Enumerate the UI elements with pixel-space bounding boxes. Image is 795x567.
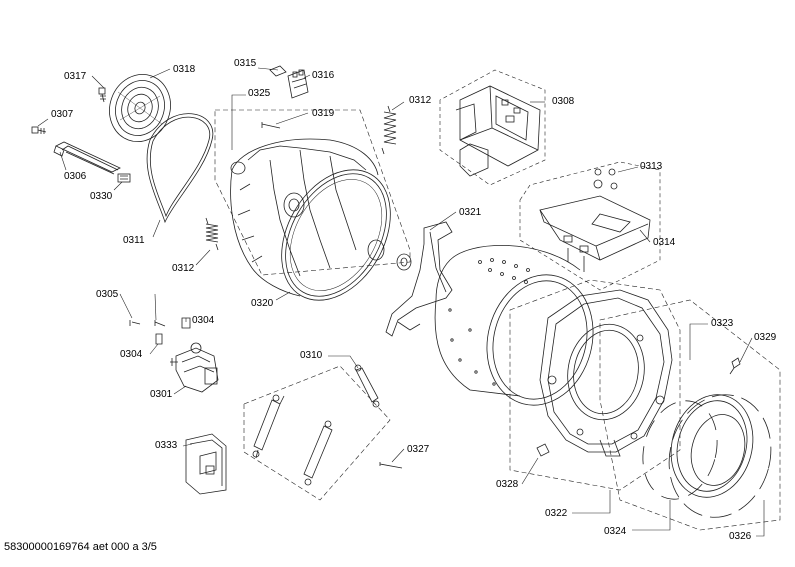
clip-0315 <box>269 65 287 77</box>
rear-tub-0325 <box>230 138 412 297</box>
bolt-0327 <box>379 462 403 469</box>
part-0328 <box>536 443 550 457</box>
screw-0317 <box>98 87 106 103</box>
label-0304-left: 0304 <box>120 349 143 360</box>
spring-0312-left <box>205 217 219 251</box>
door-seal-0324 <box>670 394 754 498</box>
label-0308: 0308 <box>552 96 575 107</box>
label-0313: 0313 <box>640 161 663 172</box>
label-0304-right: 0304 <box>192 315 215 326</box>
cover-0314 <box>519 161 661 291</box>
label-0328: 0328 <box>496 479 519 490</box>
label-0330: 0330 <box>90 191 113 202</box>
pulley-0318 <box>109 74 171 142</box>
leader-lines <box>37 67 765 537</box>
sensor-0330 <box>117 173 131 183</box>
front-tub-0322 <box>539 289 673 457</box>
label-0314: 0314 <box>653 237 676 248</box>
module-0308 <box>439 69 546 186</box>
label-0306: 0306 <box>64 171 87 182</box>
label-0316: 0316 <box>312 70 335 81</box>
label-0317: 0317 <box>64 71 87 82</box>
label-0325: 0325 <box>248 88 271 99</box>
label-0315: 0315 <box>234 58 257 69</box>
label-0333: 0333 <box>155 440 178 451</box>
label-0305: 0305 <box>96 289 119 300</box>
board-0333 <box>185 433 227 495</box>
document-footer: 58300000169764 aet 000 a 3/5 <box>4 541 157 553</box>
screw-0319 <box>261 122 281 129</box>
label-0327: 0327 <box>407 444 430 455</box>
label-0318: 0318 <box>173 64 196 75</box>
label-0322: 0322 <box>545 508 568 519</box>
label-0321: 0321 <box>459 207 482 218</box>
switch-0316 <box>287 69 309 99</box>
label-0311: 0311 <box>123 235 145 246</box>
label-0312-left: 0312 <box>172 263 195 274</box>
label-0307: 0307 <box>51 109 74 120</box>
screw-0307 <box>31 126 47 134</box>
label-0323: 0323 <box>711 318 734 329</box>
label-0312-right: 0312 <box>409 95 432 106</box>
clamp-ring-0326 <box>642 394 772 518</box>
label-0326: 0326 <box>729 531 752 542</box>
label-0301: 0301 <box>150 389 173 400</box>
shock-absorbers-0310 <box>252 364 380 486</box>
label-0324: 0324 <box>604 526 627 537</box>
label-0320: 0320 <box>251 298 274 309</box>
tub-ring <box>281 169 391 301</box>
drum <box>434 244 594 406</box>
label-0319: 0319 <box>312 108 335 119</box>
belt-0311 <box>146 113 214 224</box>
label-0310: 0310 <box>300 350 323 361</box>
heater-0306 <box>53 141 121 175</box>
screws-0304-0305 <box>129 317 191 345</box>
spring-0312-right <box>381 105 397 155</box>
label-0329: 0329 <box>754 332 777 343</box>
spider-0321 <box>385 221 453 337</box>
screw-0329 <box>729 357 741 375</box>
pump-0301 <box>170 342 219 393</box>
